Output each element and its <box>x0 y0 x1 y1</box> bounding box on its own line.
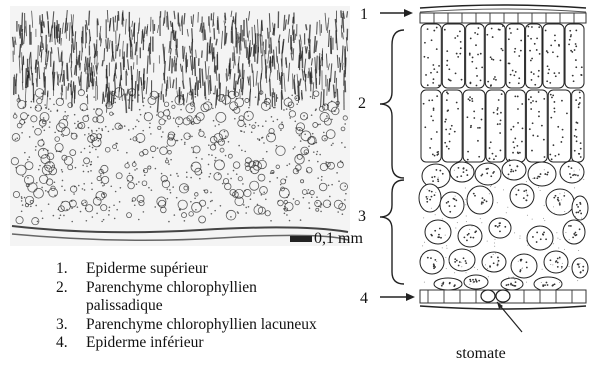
palisade-brace <box>380 30 404 178</box>
legend-item: 4. Epiderme inférieur <box>56 334 336 353</box>
scale-bar-label: 0,1 mm <box>314 230 363 247</box>
palisade-cells <box>421 24 584 162</box>
scale-bar <box>290 236 312 242</box>
upper-epidermis <box>420 5 586 23</box>
legend-item: 1. Epiderme supérieur <box>56 260 336 279</box>
svg-text:1: 1 <box>360 6 368 23</box>
callout-2: 2 <box>358 30 404 178</box>
callout-3: 3 <box>358 180 404 284</box>
legend-item: 2. Parenchyme chlorophyllien palissadiqu… <box>56 279 336 316</box>
svg-text:4: 4 <box>360 290 368 307</box>
stomate-label: stomate <box>456 345 506 362</box>
callout-4: 4 <box>360 290 415 307</box>
micrograph: 0,1 mm <box>10 6 363 247</box>
callout-1: 1 <box>360 6 413 23</box>
spongy-cells <box>419 160 588 291</box>
svg-text:2: 2 <box>358 95 366 112</box>
spongy-brace <box>380 180 404 284</box>
legend-list: 1. Epiderme supérieur 2. Parenchyme chlo… <box>56 260 336 353</box>
legend-item: 3. Parenchyme chlorophyllien lacuneux <box>56 316 336 335</box>
svg-text:3: 3 <box>358 208 366 225</box>
schematic-drawing <box>419 5 588 332</box>
